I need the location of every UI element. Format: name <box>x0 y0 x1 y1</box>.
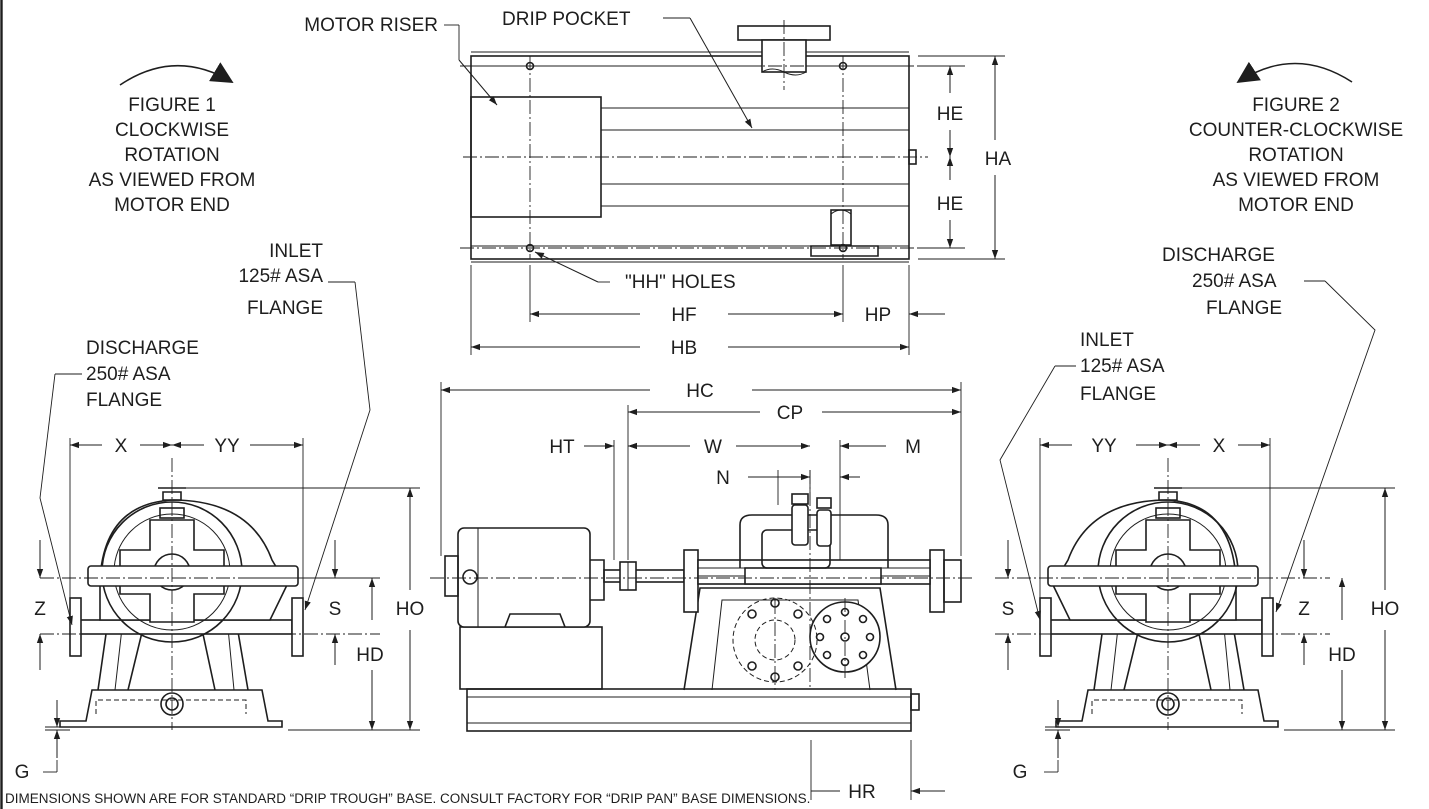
side-suction-flange-hidden <box>732 597 818 683</box>
figure2-caption: FIGURE 2 COUNTER-CLOCKWISE ROTATION AS V… <box>1189 61 1403 216</box>
figure2-line2: COUNTER-CLOCKWISE <box>1189 120 1403 141</box>
left-ho-label: HO <box>396 599 425 620</box>
hf-label: HF <box>671 305 696 326</box>
top-view: HE HE HA HF HP HB MOTOR RISER DRIP POCKE… <box>304 9 1011 359</box>
right-s-label: S <box>1002 599 1015 620</box>
left-inlet-line3: FLANGE <box>247 298 323 319</box>
hh-holes-label: "HH" HOLES <box>625 272 736 293</box>
hr-label: HR <box>848 782 875 803</box>
side-motor-riser <box>459 626 603 690</box>
left-z-label: Z <box>34 599 46 620</box>
hc-label: HC <box>686 381 713 402</box>
figure1-line2: CLOCKWISE <box>115 120 229 141</box>
figure2-line4: AS VIEWED FROM <box>1213 170 1380 191</box>
figure2-line3: ROTATION <box>1248 145 1343 166</box>
left-discharge-line3: FLANGE <box>86 390 162 411</box>
hb-label: HB <box>671 338 697 359</box>
m-label: M <box>905 437 921 458</box>
left-flange-discharge <box>69 597 82 657</box>
left-hd-label: HD <box>356 645 383 666</box>
left-g-label: G <box>15 762 30 783</box>
right-discharge-line1: DISCHARGE <box>1162 245 1275 266</box>
figure2-line5: MOTOR END <box>1238 195 1354 216</box>
figure1-line4: AS VIEWED FROM <box>89 170 256 191</box>
right-base <box>1055 689 1279 728</box>
side-elevation-view: HC CP HT W M N HR <box>430 381 975 803</box>
ht-label: HT <box>549 437 575 458</box>
hp-label: HP <box>865 305 891 326</box>
right-g-label: G <box>1013 762 1028 783</box>
counter-clockwise-arrow-icon <box>1236 61 1353 83</box>
he-lower-label: HE <box>937 194 963 215</box>
figure1-line5: MOTOR END <box>114 195 230 216</box>
footnote: DIMENSIONS SHOWN ARE FOR STANDARD “DRIP … <box>5 791 810 806</box>
he-upper-label: HE <box>937 104 963 125</box>
left-x-label: X <box>115 436 128 457</box>
figure1-line3: ROTATION <box>124 145 219 166</box>
right-discharge-line3: FLANGE <box>1206 298 1282 319</box>
n-label: N <box>716 468 730 489</box>
left-base <box>59 689 283 728</box>
right-inlet-line3: FLANGE <box>1080 384 1156 405</box>
drip-pocket-label: DRIP POCKET <box>502 9 631 30</box>
right-inlet-line1: INLET <box>1080 330 1134 351</box>
left-yy-label: YY <box>214 436 240 457</box>
figure1-caption: FIGURE 1 CLOCKWISE ROTATION AS VIEWED FR… <box>89 62 256 216</box>
left-inlet-line1: INLET <box>269 241 323 262</box>
right-ho-label: HO <box>1371 599 1400 620</box>
w-label: W <box>704 437 722 458</box>
left-discharge-line2: 250# ASA <box>86 364 171 385</box>
figure1-title: FIGURE 1 <box>128 95 216 116</box>
left-s-label: S <box>329 599 342 620</box>
right-discharge-line2: 250# ASA <box>1192 271 1277 292</box>
right-z-label: Z <box>1298 599 1310 620</box>
right-end-view: YY X S Z HD HO G DISCHARGE 250# ASA FLAN… <box>995 245 1399 783</box>
clockwise-arrow-icon <box>119 62 234 86</box>
right-inlet-line2: 125# ASA <box>1080 356 1165 377</box>
right-hd-label: HD <box>1328 645 1355 666</box>
right-x-label: X <box>1213 436 1226 457</box>
right-yy-label: YY <box>1091 436 1117 457</box>
figure2-title: FIGURE 2 <box>1252 95 1340 116</box>
left-flange-inlet <box>291 597 304 657</box>
ha-label: HA <box>985 149 1012 170</box>
left-end-view: X YY Z S HD HO G INLET 125# ASA FLANGE D… <box>15 241 425 783</box>
left-discharge-line1: DISCHARGE <box>86 338 199 359</box>
cp-label: CP <box>777 403 803 424</box>
left-inlet-line2: 125# ASA <box>238 266 323 287</box>
right-flange-discharge <box>1261 597 1274 657</box>
right-flange-inlet <box>1039 597 1052 657</box>
motor-riser-label: MOTOR RISER <box>304 15 438 36</box>
side-base <box>466 688 912 732</box>
